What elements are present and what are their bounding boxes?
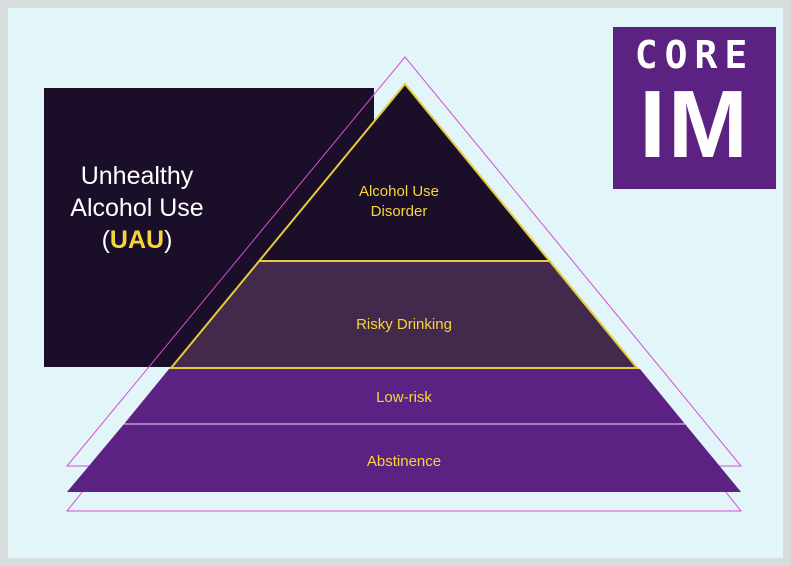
uau-line2: Alcohol Use	[70, 194, 204, 222]
tier-low-risk	[124, 369, 685, 424]
tier-label-risky-drinking: Risky Drinking	[356, 316, 452, 333]
uau-label: Unhealthy Alcohol Use (UAU)	[52, 160, 222, 256]
tier-abstinence	[67, 424, 741, 492]
tier-label-low-risk: Low-risk	[376, 389, 432, 406]
uau-paren-close: )	[164, 226, 173, 254]
uau-outline	[168, 82, 640, 369]
uau-abbreviation-line: (UAU)	[52, 224, 222, 256]
uau-line1: Unhealthy	[80, 162, 194, 190]
uau-paren-open: (	[101, 226, 110, 254]
logo-top-text: CORE	[634, 33, 755, 77]
logo-bottom-text: IM	[639, 71, 750, 178]
tier-label-aud-line1: Alcohol Use	[359, 183, 439, 200]
uau-abbreviation: UAU	[109, 226, 165, 254]
tier-label-aud-line2: Disorder	[371, 203, 428, 220]
tier-risky-drinking	[171, 261, 637, 368]
tier-label-abstinence: Abstinence	[367, 453, 441, 470]
tier-alcohol-use-disorder	[259, 84, 550, 261]
core-im-logo: CORE IM	[613, 27, 776, 189]
